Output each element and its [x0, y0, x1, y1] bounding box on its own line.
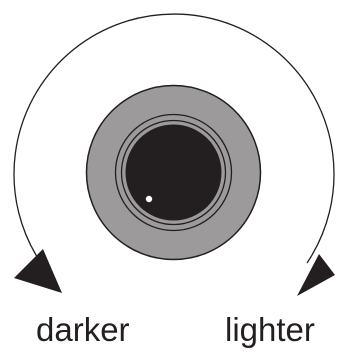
- knob-face: [126, 125, 222, 221]
- arrowhead-left-icon: [14, 249, 62, 293]
- arrowhead-right-icon: [297, 254, 335, 296]
- rotary-knob-icon: [87, 86, 261, 260]
- darker-label: darker: [36, 310, 130, 350]
- knob-indicator-dot: [146, 196, 152, 202]
- lighter-label: lighter: [225, 310, 315, 350]
